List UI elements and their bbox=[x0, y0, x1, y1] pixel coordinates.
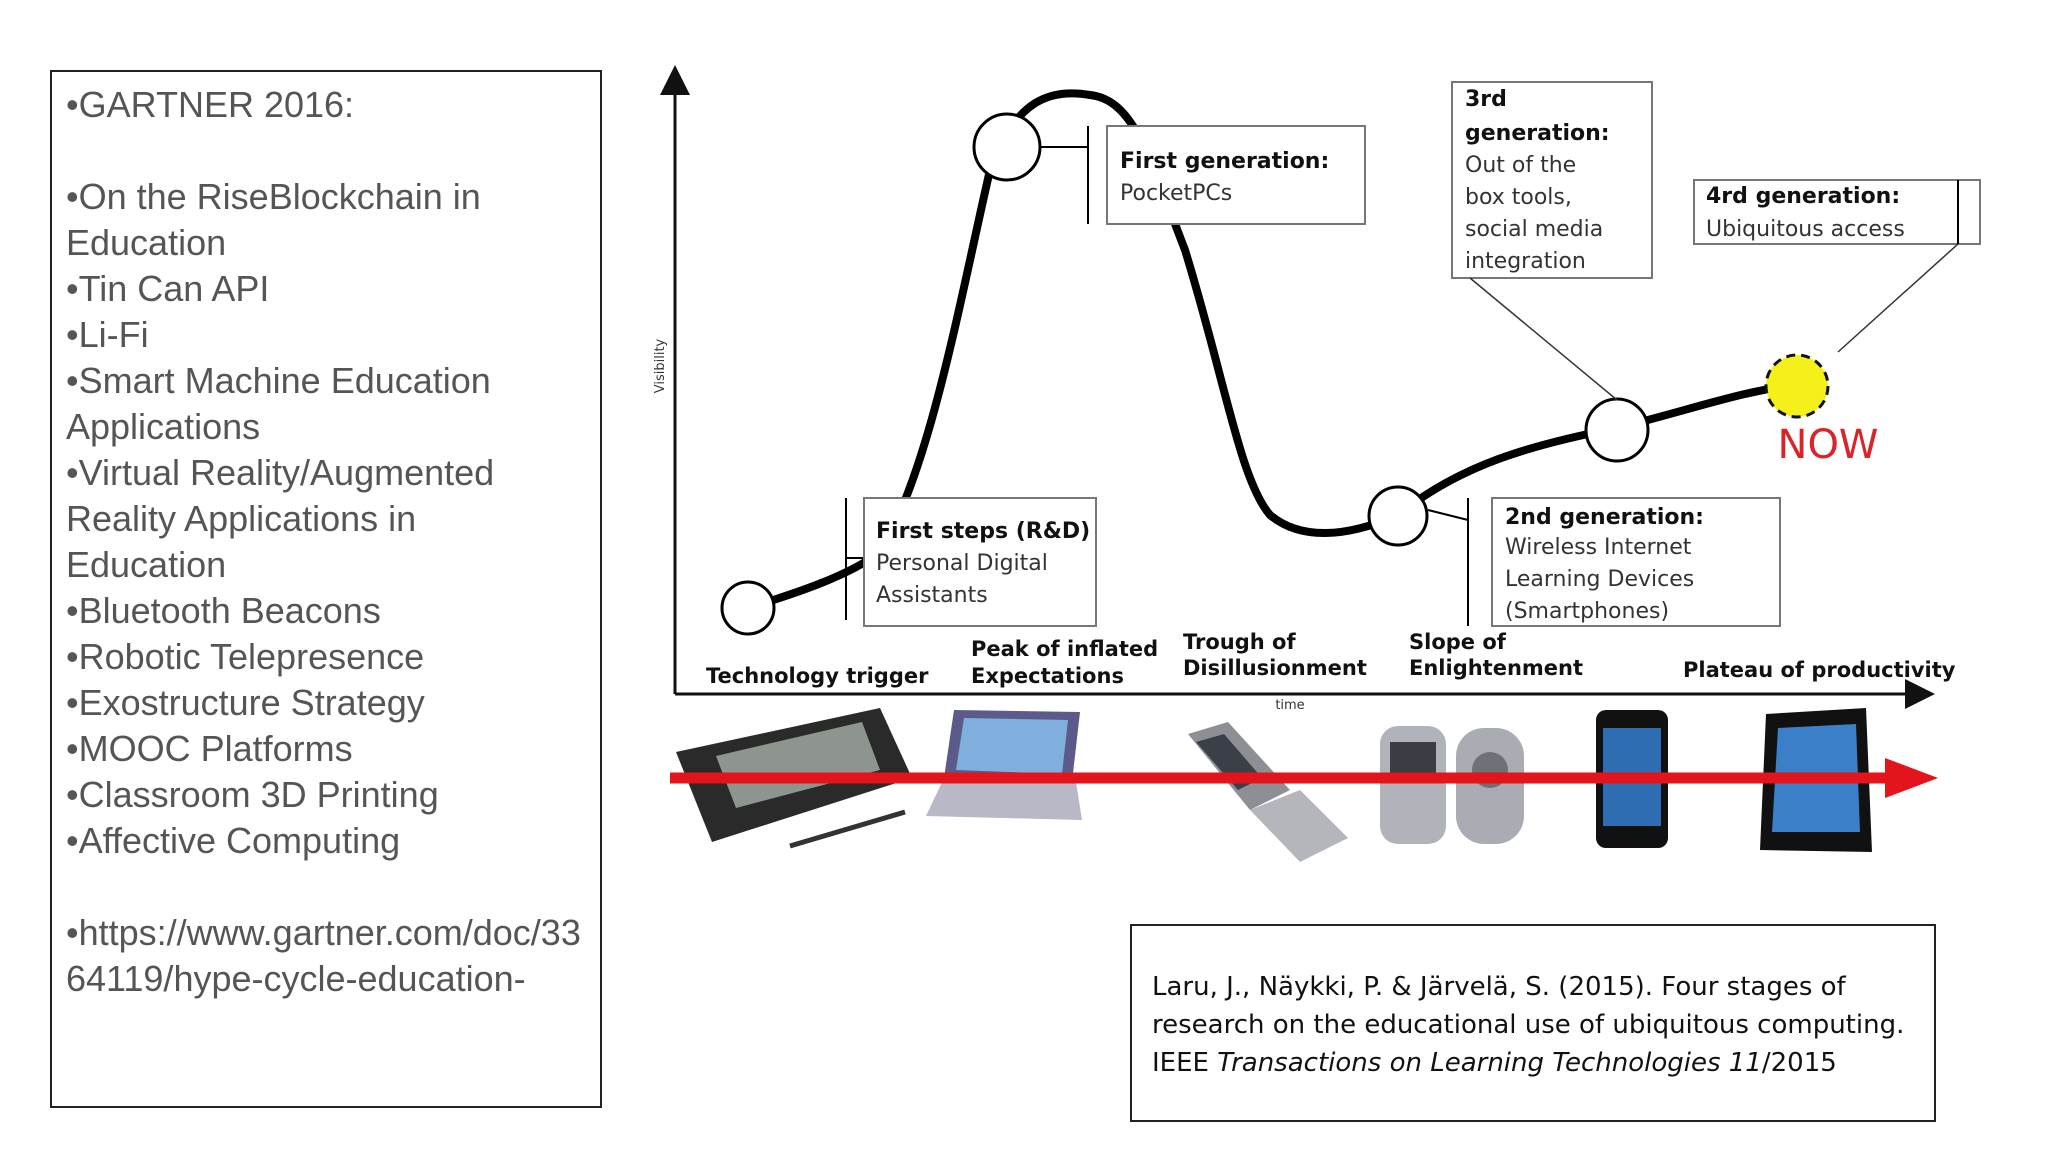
callout-third-generation bbox=[1451, 81, 1653, 279]
hype-curve bbox=[744, 89, 1801, 612]
smartphone-device-image bbox=[1380, 726, 1524, 844]
citation-journal: Transactions on Learning Technologies 11 bbox=[1217, 1048, 1762, 1078]
callout-first-generation-title: First generation: bbox=[1120, 149, 1329, 174]
callout-fourth-generation-title: 4rd generation: bbox=[1706, 184, 1900, 209]
callout-third-generation-line: box tools, bbox=[1465, 185, 1572, 210]
phase-label-trough: Disillusionment bbox=[1183, 656, 1367, 680]
phase-label-trough: Trough of bbox=[1183, 630, 1296, 654]
citation-box: Laru, J., Näykki, P. & Järvelä, S. (2015… bbox=[1130, 924, 1936, 1122]
citation-prefix: IEEE bbox=[1152, 1048, 1218, 1078]
callout-third-generation-line: social media bbox=[1465, 217, 1603, 242]
phase-label-trigger: Technology trigger bbox=[706, 664, 929, 688]
callout-third-generation-title: generation: bbox=[1465, 121, 1610, 146]
callout-second-generation-line: Learning Devices bbox=[1505, 567, 1694, 592]
list-item: •MOOC Platforms bbox=[66, 728, 353, 769]
gartner-list-panel: •GARTNER 2016: •On the RiseBlockchain in… bbox=[50, 70, 602, 1108]
list-item: •Affective Computing bbox=[66, 820, 401, 861]
phase-label-peak: Expectations bbox=[971, 664, 1124, 688]
stage-circle-trough bbox=[1367, 485, 1429, 547]
callout-third-generation-title: 3rd bbox=[1465, 87, 1507, 112]
citation-line: Laru, J., Näykki, P. & Järvelä, S. (2015… bbox=[1152, 972, 1846, 1002]
callout-first-steps-title: First steps (R&D) bbox=[876, 519, 1090, 544]
stage-circle-trigger bbox=[720, 580, 776, 636]
callout-leader bbox=[1427, 509, 1469, 521]
callout-first-generation-line: PocketPCs bbox=[1120, 181, 1232, 206]
callout-second-generation-line: (Smartphones) bbox=[1505, 599, 1669, 624]
list-item: •Tin Can API bbox=[66, 268, 270, 309]
citation-suffix: /2015 bbox=[1761, 1048, 1837, 1078]
callout-first-steps bbox=[863, 497, 1097, 627]
phase-label-plateau: Plateau of productivity bbox=[1683, 658, 1956, 682]
callout-second-generation-title: 2nd generation: bbox=[1505, 505, 1704, 530]
citation-line: research on the educational use of ubiqu… bbox=[1152, 1010, 1905, 1040]
gartner-heading: •GARTNER 2016: bbox=[66, 84, 355, 125]
timeline-arrowhead bbox=[1885, 758, 1938, 798]
callout-third-generation-line: Out of the bbox=[1465, 153, 1576, 178]
now-label: NOW bbox=[1778, 422, 1879, 468]
callout-first-generation bbox=[1106, 125, 1366, 225]
now-marker bbox=[1764, 353, 1830, 419]
citation-line: IEEE Transactions on Learning Technologi… bbox=[1152, 1044, 1914, 1082]
list-item: •Virtual Reality/Augmented Reality Appli… bbox=[66, 452, 495, 585]
gartner-url: •https://www.gartner.com/doc/3364119/hyp… bbox=[66, 912, 581, 999]
callout-first-steps-line: Personal Digital bbox=[876, 551, 1048, 576]
callout-second-generation-line: Wireless Internet bbox=[1505, 535, 1692, 560]
list-item: •Bluetooth Beacons bbox=[66, 590, 381, 631]
phone-device-image bbox=[1188, 722, 1348, 862]
list-item: •Exostructure Strategy bbox=[66, 682, 425, 723]
list-item: •Robotic Telepresence bbox=[66, 636, 425, 677]
pocketpc-device-image bbox=[926, 710, 1082, 820]
stage-circle-peak bbox=[972, 112, 1042, 182]
stage-circle-slope bbox=[1584, 397, 1650, 463]
callout-second-generation bbox=[1491, 497, 1781, 627]
list-item: •Classroom 3D Printing bbox=[66, 774, 439, 815]
callout-fourth-generation-line: Ubiquitous access bbox=[1706, 217, 1905, 242]
x-axis-label: time bbox=[1275, 698, 1304, 713]
list-item: •Li-Fi bbox=[66, 314, 149, 355]
list-item: •On the RiseBlockchain in Education bbox=[66, 176, 481, 263]
phase-label-peak: Peak of inflated bbox=[971, 637, 1158, 661]
phase-label-slope: Enlightenment bbox=[1409, 656, 1583, 680]
y-axis-label: Visibility bbox=[653, 338, 668, 393]
callout-leader bbox=[1837, 243, 1959, 353]
callout-third-generation-line: integration bbox=[1465, 249, 1586, 274]
callout-fourth-generation bbox=[1693, 179, 1981, 245]
phase-label-slope: Slope of bbox=[1409, 630, 1507, 654]
callout-leader bbox=[1469, 277, 1618, 401]
callout-first-steps-line: Assistants bbox=[876, 583, 988, 608]
list-item: •Smart Machine Education Applications bbox=[66, 360, 491, 447]
